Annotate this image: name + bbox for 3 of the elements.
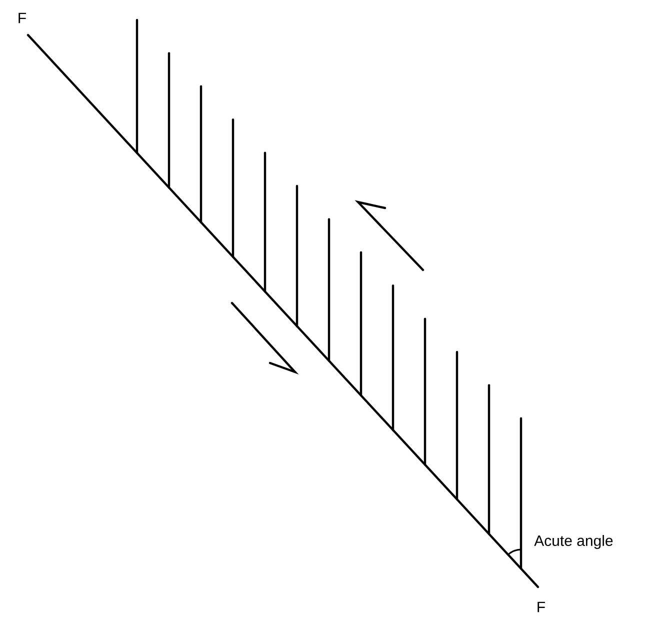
fault-label: F <box>18 12 26 24</box>
fault-label: F <box>538 602 545 612</box>
angle-label: Acute angle <box>534 535 613 549</box>
